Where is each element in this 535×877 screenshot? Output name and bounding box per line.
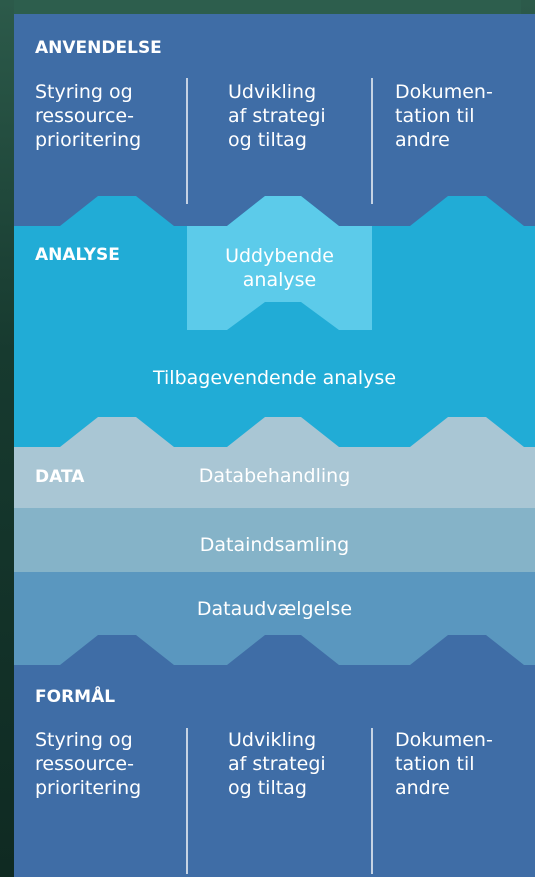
formaal-title: FORMÅL bbox=[35, 687, 116, 707]
background-top bbox=[0, 0, 535, 14]
anvendelse-col-3: Dokumen- tation til andre bbox=[395, 81, 493, 151]
uddybende-analyse-label: Uddybende analyse bbox=[225, 245, 334, 291]
analyse-title: ANALYSE bbox=[35, 245, 120, 265]
analyse-band bbox=[14, 196, 535, 447]
dataindsamling-label: Dataindsamling bbox=[199, 534, 350, 556]
tilbagevendende-analyse-label: Tilbagevendende analyse bbox=[152, 367, 397, 389]
formaal-col-3: Dokumen- tation til andre bbox=[395, 729, 493, 799]
uddybende-block bbox=[187, 196, 372, 330]
databehandling-band bbox=[14, 417, 535, 508]
anvendelse-col-1: Styring og ressource- prioritering bbox=[35, 81, 142, 151]
dataindsamling-band bbox=[14, 508, 535, 572]
formaal-band bbox=[14, 635, 535, 877]
formaal-col-2: Udvikling af strategi og tiltag bbox=[228, 729, 326, 799]
anvendelse-title: ANVENDELSE bbox=[35, 38, 162, 58]
databehandling-label: Databehandling bbox=[198, 465, 351, 487]
background-left bbox=[0, 0, 14, 877]
data-title: DATA bbox=[35, 467, 85, 487]
anvendelse-col-2: Udvikling af strategi og tiltag bbox=[228, 81, 326, 151]
anvendelse-band bbox=[14, 14, 535, 226]
dataudvaelgelse-label: Dataudvælgelse bbox=[196, 598, 353, 620]
formaal-col-1: Styring og ressource- prioritering bbox=[35, 729, 142, 799]
